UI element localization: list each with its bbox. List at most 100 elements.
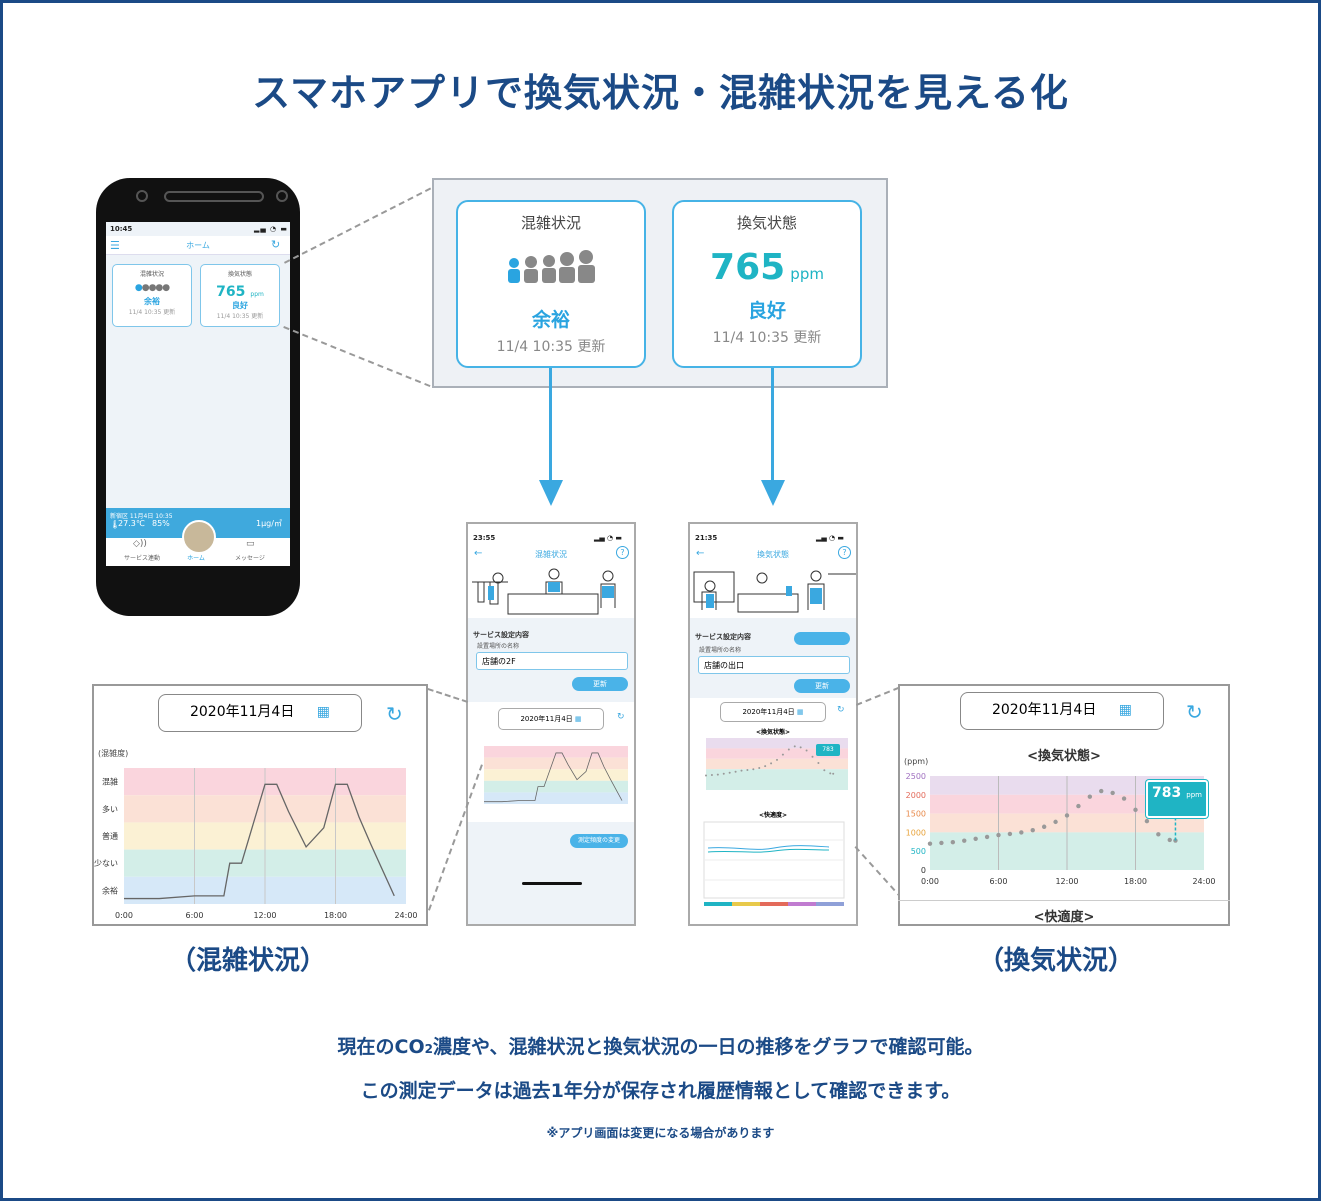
- x-tick-label: 12:00: [1055, 877, 1078, 886]
- screen2-header: 換気状態: [757, 550, 789, 559]
- level-band: [484, 769, 628, 781]
- ppm-point: [1144, 818, 1150, 824]
- refresh-icon[interactable]: ↻: [1186, 700, 1203, 724]
- screen2-service-label: サービス設定内容: [695, 633, 751, 641]
- ppm-band: [706, 769, 848, 790]
- y-tick-label: 0: [921, 866, 926, 875]
- phone-ventilation-card[interactable]: 換気状態 765 ppm 良好 11/4 10:35 更新: [200, 264, 280, 327]
- ppm-point: [1064, 813, 1070, 818]
- phone-sensor: [276, 190, 288, 202]
- shop-illustration: [690, 564, 856, 626]
- ppm-point: [1110, 790, 1115, 796]
- ppm-point: [1076, 803, 1081, 809]
- ppm-point: [939, 840, 944, 846]
- screen1-service-label: サービス設定内容: [473, 631, 529, 639]
- refresh-icon[interactable]: ↻: [837, 705, 845, 715]
- ventilation-date-picker[interactable]: 2020年11月4日 ▦: [960, 692, 1164, 730]
- phone-ventilation-status: 良好: [232, 301, 248, 310]
- phone-congestion-label: 混雑状況: [139, 271, 164, 278]
- ventilation-app-screen: 21:35 ▂▄ ◔ ▬ ← 換気状態 ? サービス設定内容 設置場所の名称 店…: [688, 522, 858, 926]
- calendar-icon: ▦: [1118, 702, 1133, 718]
- ventilation-callout: 783 ppm: [1146, 780, 1208, 818]
- x-tick-label: 0:00: [115, 911, 133, 920]
- level-band: [484, 792, 628, 804]
- help-icon[interactable]: ?: [616, 546, 629, 559]
- screen2-date-picker[interactable]: 2020年11月4日 ▦: [720, 702, 826, 722]
- menu-icon[interactable]: ☰: [110, 239, 120, 252]
- ppm-point: [1167, 837, 1172, 843]
- level-label: 混雑: [102, 777, 118, 787]
- screen1-update-button[interactable]: 更新: [572, 677, 628, 691]
- zoom-congestion-card[interactable]: 混雑状況 余裕 11/4 10:35 更新: [456, 200, 646, 368]
- refresh-icon[interactable]: ↻: [271, 238, 281, 251]
- tab-home[interactable]: ホーム: [187, 555, 205, 562]
- screen2-callout: 783: [816, 744, 840, 756]
- x-tick-label: 24:00: [394, 911, 417, 920]
- ventilation-chart-title: <換気状態>: [1027, 749, 1101, 764]
- home-indicator: [522, 882, 582, 885]
- ppm-point: [1099, 788, 1104, 794]
- refresh-icon[interactable]: ↻: [386, 702, 403, 726]
- message-icon: ▭: [246, 539, 255, 549]
- screen2-place-input[interactable]: 店舗の出口: [698, 656, 850, 674]
- congestion-caption: （混雑状況）: [170, 946, 327, 976]
- screen1-change-button[interactable]: 測定頻度の変更: [570, 834, 628, 848]
- thermometer-icon: 🌡: [110, 520, 121, 529]
- congestion-app-screen: 23:55 ▂▄ ◔ ▬ ← 混雑状況 ? サービス設定内容 設置場所の名称 店…: [466, 522, 636, 926]
- ppm-point: [793, 745, 796, 748]
- ppm-point: [829, 772, 832, 775]
- screen1-date-picker[interactable]: 2020年11月4日 ▦: [498, 708, 604, 730]
- ppm-point: [705, 774, 707, 777]
- congestion-date-picker[interactable]: 2020年11月4日 ▦: [158, 694, 362, 732]
- phone-bar-date: 新宿区 11月4日 10:35: [110, 513, 173, 520]
- phone-bar-pm: 1μg/㎥: [256, 519, 282, 528]
- refresh-icon[interactable]: ↻: [617, 712, 625, 722]
- home-avatar[interactable]: [182, 520, 216, 554]
- tab-service[interactable]: サービス連動: [123, 555, 160, 562]
- x-tick-label: 18:00: [1124, 877, 1147, 886]
- help-icon[interactable]: ?: [838, 546, 851, 559]
- ppm-point: [962, 838, 967, 843]
- callout-value: 783: [1151, 785, 1182, 801]
- congestion-series-line: [484, 752, 623, 803]
- people-icon: [508, 250, 595, 283]
- back-icon[interactable]: ←: [696, 548, 705, 559]
- tab-message[interactable]: メッセージ: [235, 555, 265, 562]
- ventilation-ylabel: (ppm): [904, 757, 929, 766]
- level-label: 普通: [102, 831, 118, 841]
- screen1-place-input[interactable]: 店舗の2F: [476, 652, 628, 670]
- phone-congestion-card[interactable]: 混雑状況 ●●●●● 余裕 11/4 10:35 更新: [112, 264, 192, 327]
- phone-congestion-status: 余裕: [144, 297, 160, 306]
- zoom-ventilation-unit: ppm: [790, 265, 824, 283]
- mini-comfort-chart: [703, 821, 845, 906]
- y-tick-label: 1000: [906, 828, 926, 837]
- ppm-point: [817, 761, 820, 764]
- screen2-vent-chart-title: <換気状態>: [755, 729, 791, 736]
- ppm-point: [764, 765, 767, 768]
- screen2-settings-button[interactable]: [794, 632, 850, 645]
- ppm-point: [1121, 796, 1127, 801]
- callout-unit: ppm: [1186, 791, 1203, 799]
- zoom-ventilation-updated: 11/4 10:35 更新: [712, 330, 822, 346]
- ppm-point: [1173, 838, 1178, 843]
- screen2-update-button[interactable]: 更新: [794, 679, 850, 693]
- level-band: [484, 757, 628, 770]
- arrow-down-icon: [539, 480, 563, 506]
- level-label: 少ない: [94, 859, 118, 868]
- y-tick-label: 2000: [906, 791, 926, 800]
- ppm-point: [1133, 807, 1138, 813]
- back-icon[interactable]: ←: [474, 548, 483, 559]
- y-tick-label: 1500: [906, 810, 926, 819]
- ppm-point: [787, 748, 790, 751]
- phone-ventilation-unit: ppm: [250, 291, 264, 298]
- ppm-point: [734, 770, 737, 773]
- ppm-point: [1007, 831, 1013, 837]
- calendar-icon: ▦: [574, 715, 582, 723]
- x-tick-label: 6:00: [186, 911, 204, 920]
- ppm-point: [1030, 827, 1035, 833]
- ppm-point: [1156, 832, 1161, 837]
- ppm-point: [776, 758, 778, 761]
- zoom-ventilation-card[interactable]: 換気状態 765 ppm 良好 11/4 10:35 更新: [672, 200, 862, 368]
